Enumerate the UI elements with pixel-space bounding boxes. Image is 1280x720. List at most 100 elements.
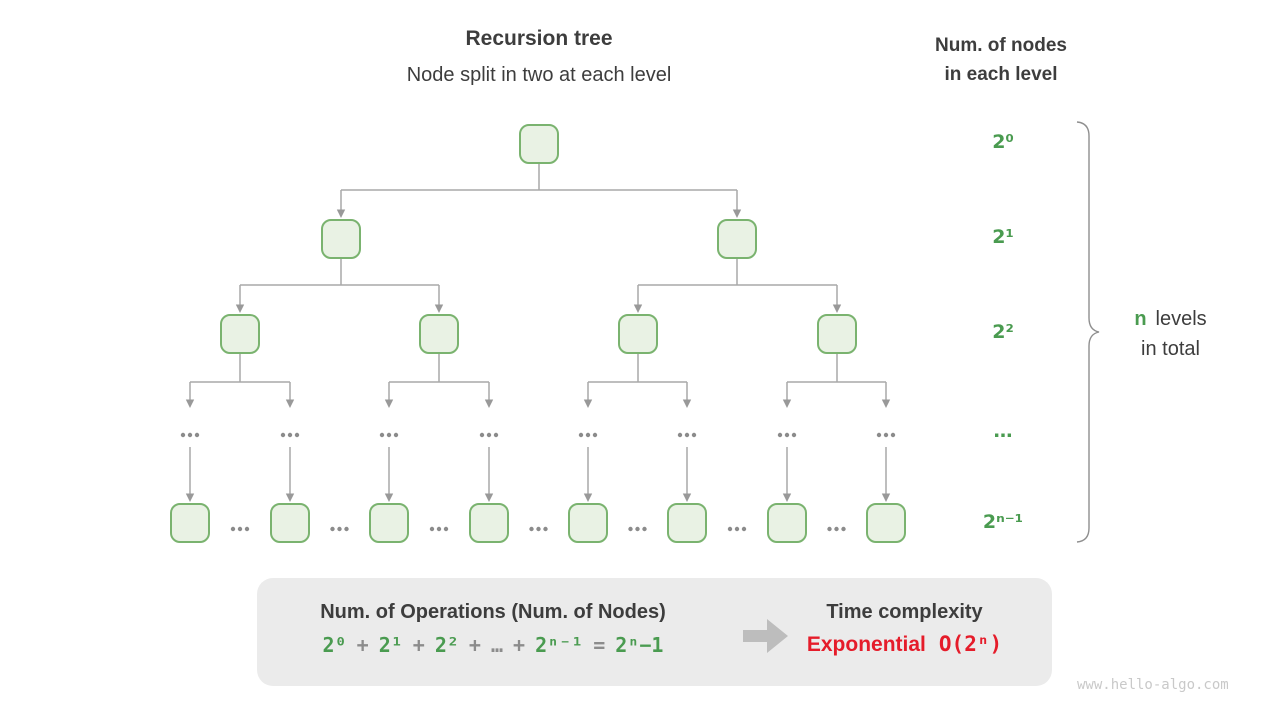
complexity-big-o: O(2ⁿ): [938, 632, 1003, 656]
ellipsis-dots: [344, 526, 349, 532]
complexity-result: Exponential O(2ⁿ): [757, 632, 1052, 657]
operations-equation: 2⁰+2¹+2²+…+2ⁿ⁻¹=2ⁿ−1: [257, 633, 729, 657]
ellipsis-dots: [827, 526, 832, 532]
tree-node: [220, 314, 260, 354]
ellipsis-dots: [436, 526, 442, 532]
operations-block: Num. of Operations (Num. of Nodes) 2⁰+2¹…: [257, 578, 729, 657]
ellipsis-dots: [592, 432, 598, 438]
right-column-header: Num. of nodes in each level: [881, 31, 1121, 89]
n-variable: n: [1134, 308, 1147, 330]
arrowhead-icon: [484, 493, 494, 502]
level-count-label-2: 2²: [992, 321, 1014, 343]
ellipsis-dots: [230, 526, 236, 532]
ellipsis-dots: [237, 526, 243, 532]
tree-node: [519, 124, 559, 164]
ellipsis-dots: [734, 526, 740, 532]
equation-token: …: [490, 633, 504, 657]
operations-title: Num. of Operations (Num. of Nodes): [320, 601, 666, 623]
ellipsis-dots: [677, 432, 683, 438]
ellipsis-dots: [543, 526, 548, 532]
ellipsis-dots: [684, 432, 690, 438]
ellipsis-dots: [479, 432, 485, 438]
arrowhead-icon: [782, 399, 792, 408]
ellipsis-dots: [876, 432, 882, 438]
ellipsis-dots: [890, 432, 896, 438]
arrowhead-icon: [682, 493, 692, 502]
tree-node: [419, 314, 459, 354]
tree-node: [469, 503, 509, 543]
level-count-label-0: 2⁰: [992, 131, 1014, 153]
time-complexity-title: Time complexity: [826, 601, 983, 623]
ellipsis-dots: [727, 526, 733, 532]
ellipsis-dots: [777, 432, 783, 438]
arrowhead-icon: [881, 493, 891, 502]
equation-token: =: [593, 633, 606, 657]
arrowhead-icon: [185, 399, 195, 408]
tree-node: [767, 503, 807, 543]
arrowhead-icon: [336, 209, 346, 218]
ellipsis-dots: [443, 526, 449, 532]
equation-token: +: [513, 633, 526, 657]
ellipsis-dots: [642, 526, 647, 532]
ellipsis-dots: [287, 432, 293, 438]
tree-node: [866, 503, 906, 543]
ellipsis-dots: [393, 432, 399, 438]
arrowhead-icon: [583, 493, 593, 502]
ellipsis-dots: [691, 432, 697, 438]
diagram-subtitle: Node split in two at each level: [406, 64, 672, 86]
arrowhead-icon: [384, 493, 394, 502]
complexity-name: Exponential: [806, 633, 926, 656]
watermark: www.hello-algo.com: [1077, 677, 1229, 693]
arrowhead-icon: [782, 493, 792, 502]
ellipsis-dots: [585, 432, 591, 438]
tree-node: [170, 503, 210, 543]
arrowhead-icon: [384, 399, 394, 408]
ellipsis-dots: [784, 432, 790, 438]
arrowhead-icon: [285, 399, 295, 408]
ellipsis-dots: [386, 432, 392, 438]
level-count-label-last: 2ⁿ⁻¹: [982, 511, 1024, 533]
arrowhead-icon: [832, 304, 842, 313]
equation-token: 2²: [434, 633, 459, 657]
tree-node: [270, 503, 310, 543]
arrowhead-icon: [434, 304, 444, 313]
tree-node: [618, 314, 658, 354]
ellipsis-dots: [529, 526, 534, 532]
equation-token: 2ⁿ⁻¹: [535, 633, 584, 657]
ellipsis-dots: [578, 432, 584, 438]
ellipsis-dots: [834, 526, 839, 532]
ellipsis-dots: [536, 526, 541, 532]
diagram-title: Recursion tree: [465, 27, 613, 50]
arrowhead-icon: [235, 304, 245, 313]
ellipsis-dots: [337, 526, 342, 532]
tree-node: [568, 503, 608, 543]
equation-token: +: [468, 633, 481, 657]
ellipsis-dots: [628, 526, 633, 532]
ellipsis-dots: [486, 432, 492, 438]
ellipsis-dots: [294, 432, 300, 438]
equation-token: +: [412, 633, 425, 657]
tree-node: [321, 219, 361, 259]
ellipsis-dots: [330, 526, 335, 532]
arrowhead-icon: [484, 399, 494, 408]
arrowhead-icon: [682, 399, 692, 408]
equation-token: 2¹: [378, 633, 403, 657]
right-header-line2: in each level: [944, 64, 1058, 85]
arrowhead-icon: [185, 493, 195, 502]
ellipsis-dots: [791, 432, 797, 438]
right-arrow-icon: [743, 619, 788, 653]
levels-word: levels: [1155, 308, 1207, 330]
ellipsis-dots: [883, 432, 889, 438]
level-count-label-1: 2¹: [992, 226, 1014, 248]
arrowhead-icon: [583, 399, 593, 408]
ellipsis-dots: [741, 526, 747, 532]
level-count-label-ellipsis: …: [993, 420, 1013, 442]
ellipsis-dots: [244, 526, 250, 532]
time-complexity-block: Time complexity Exponential O(2ⁿ): [757, 578, 1052, 657]
summary-panel: Num. of Operations (Num. of Nodes) 2⁰+2¹…: [257, 578, 1052, 686]
arrowhead-icon: [881, 399, 891, 408]
ellipsis-dots: [379, 432, 385, 438]
